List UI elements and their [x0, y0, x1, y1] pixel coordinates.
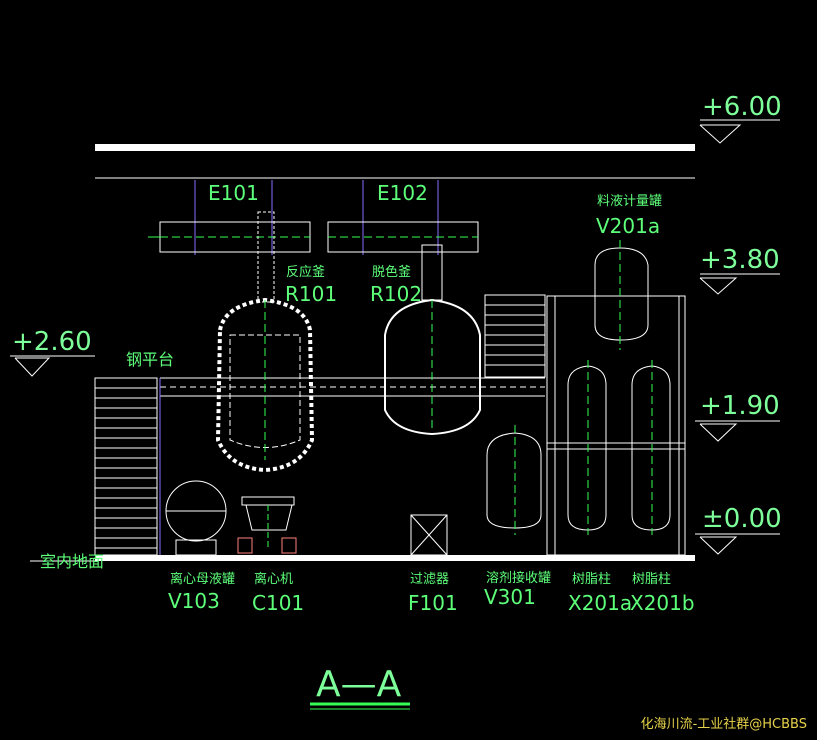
equipment-name-c101: 离心机: [254, 571, 293, 587]
equipment-tag-x201b: X201b: [630, 591, 695, 615]
level-marker-000: [695, 533, 780, 555]
solvent-tank: [486, 425, 542, 535]
equipment-tag-f101: F101: [408, 591, 458, 615]
exchanger-e101-tag: E101: [208, 181, 259, 205]
mother-liquor-tank: [165, 480, 227, 556]
meter-tank-tag: V201a: [596, 214, 660, 238]
centrifuge: [237, 496, 297, 554]
right-stair: [484, 294, 546, 378]
level-label-600: +6.00: [702, 92, 782, 122]
floor-slab: [95, 555, 695, 561]
level-label-190: +1.90: [700, 391, 780, 421]
level-label-000: ±0.00: [702, 504, 782, 534]
level-marker-260: [10, 355, 95, 377]
equipment-name-x201a: 树脂柱: [572, 572, 611, 587]
resin-column-b: [631, 360, 671, 535]
exchanger-e102-tag: E102: [377, 181, 428, 205]
equipment-tag-c101: C101: [252, 591, 304, 615]
meter-tank-name: 料液计量罐: [597, 194, 662, 209]
meter-tank: [594, 240, 649, 350]
equipment-tag-v301: V301: [484, 585, 536, 609]
equipment-name-f101: 过滤器: [410, 572, 449, 587]
equipment-tag-v103: V103: [168, 589, 220, 613]
reactor-r101-tag: R101: [285, 282, 337, 306]
level-label-380: +3.80: [700, 245, 780, 275]
platform-label: 钢平台: [126, 350, 174, 369]
reactor-r101-name: 反应釜: [286, 264, 325, 280]
equipment-name-v103: 离心母液罐: [170, 571, 235, 587]
steel-platform: [160, 377, 545, 397]
equipment-name-v301: 溶剂接收罐: [486, 570, 551, 586]
roof-slab: [95, 144, 695, 151]
exchanger-e102: [327, 180, 479, 255]
watermark: 化海川流-工业社群@HCBBS: [640, 717, 807, 732]
reactor-r102: [384, 244, 481, 436]
reactor-r102-name: 脱色釜: [372, 264, 411, 280]
exchanger-e101: [148, 180, 311, 255]
right-frame: [546, 295, 686, 556]
resin-column-a: [567, 360, 607, 535]
level-label-260: +2.60: [12, 327, 92, 357]
level-marker-190: [695, 420, 780, 442]
section-title: A—A: [316, 664, 402, 705]
reactor-r102-tag: R102: [370, 282, 422, 306]
level-marker-380: [699, 273, 780, 295]
reactor-r101: [215, 211, 315, 473]
level-marker-600: [699, 119, 780, 144]
left-stair: [94, 377, 161, 556]
filter: [410, 514, 448, 556]
equipment-name-x201b: 树脂柱: [632, 572, 671, 587]
floor-label: 室内地面: [40, 552, 104, 571]
equipment-tag-x201a: X201a: [568, 591, 632, 615]
